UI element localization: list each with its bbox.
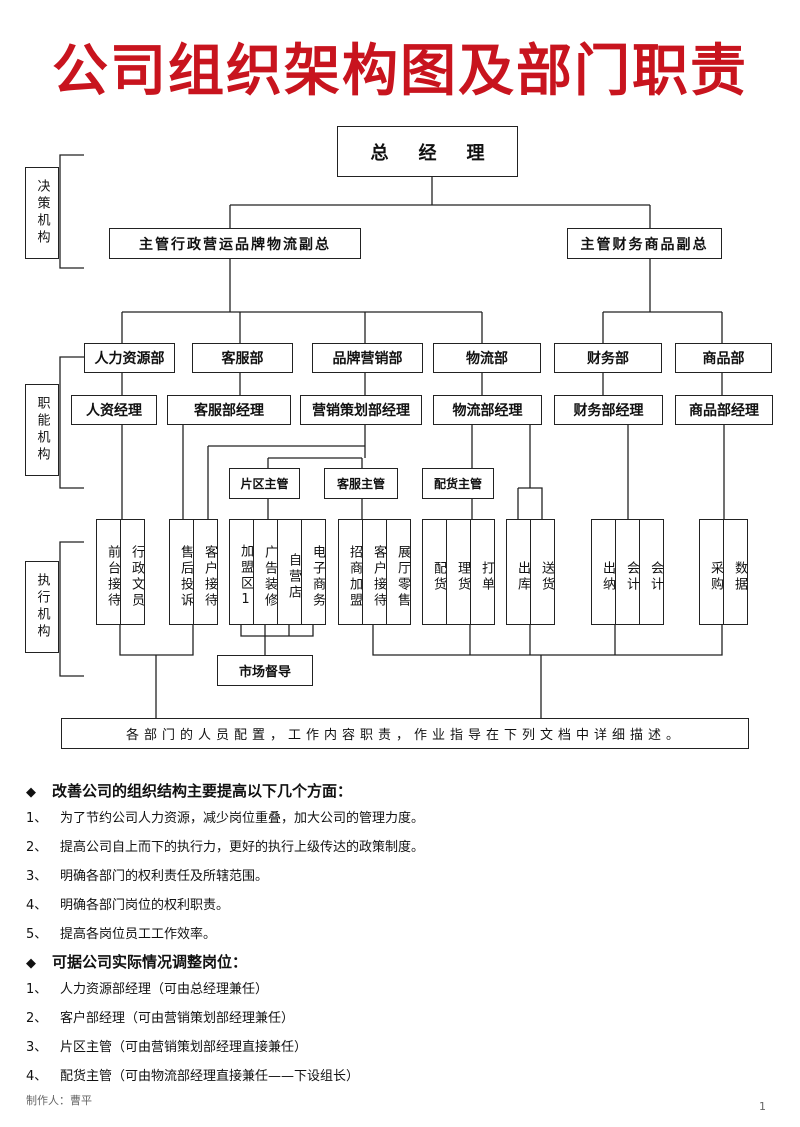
list-item: 4、配货主管（可由物流部经理直接兼任——下设组长） xyxy=(26,1069,360,1084)
position-cashier: 出纳 xyxy=(591,519,616,625)
vp-left-box: 主管行政营运品牌物流副总 xyxy=(109,228,361,259)
bottom-description-bar: 各部门的人员配置，工作内容职责，作业指导在下列文档中详细描述。 xyxy=(61,718,749,749)
position-franchise-area: 加盟区1 xyxy=(229,519,254,625)
list-item: 4、明确各部门岗位的权利职责。 xyxy=(26,898,230,913)
manager-cs: 客服部经理 xyxy=(167,395,291,425)
supervisor-distribution: 配货主管 xyxy=(422,468,494,499)
position-order-print: 打单 xyxy=(470,519,495,625)
list-item: 1、为了节约公司人力资源，减少岗位重叠，加大公司的管理力度。 xyxy=(26,811,425,826)
position-franchise-recruit: 招商加盟 xyxy=(338,519,363,625)
notes-section: ◆改善公司的组织结构主要提高以下几个方面： 1、为了节约公司人力资源，减少岗位重… xyxy=(26,778,776,1091)
general-manager-box: 总经理 xyxy=(337,126,518,177)
position-showroom-retail: 展厅零售 xyxy=(386,519,411,625)
page-number: 1 xyxy=(759,1100,766,1113)
position-sorting: 理货 xyxy=(446,519,471,625)
author-footer: 制作人：曹平 xyxy=(26,1094,92,1107)
notes-heading-2: ◆可据公司实际情况调整岗位： xyxy=(26,949,776,975)
position-customer-reception: 客户接待 xyxy=(193,519,218,625)
list-item: 3、片区主管（可由营销策划部经理直接兼任） xyxy=(26,1040,308,1055)
position-data: 数据 xyxy=(723,519,748,625)
band-decision: 决策机构 xyxy=(25,167,59,259)
manager-hr: 人资经理 xyxy=(71,395,157,425)
list-item: 3、明确各部门的权利责任及所辖范围。 xyxy=(26,869,269,884)
position-outbound: 出库 xyxy=(506,519,531,625)
list-item: 2、提高公司自上而下的执行力，更好的执行上级传达的政策制度。 xyxy=(26,840,425,855)
position-purchasing: 采购 xyxy=(699,519,724,625)
list-item: 1、人力资源部经理（可由总经理兼任） xyxy=(26,982,269,997)
manager-finance: 财务部经理 xyxy=(554,395,663,425)
manager-marketing: 营销策划部经理 xyxy=(300,395,422,425)
dept-finance: 财务部 xyxy=(554,343,662,373)
position-ecommerce: 电子商务 xyxy=(301,519,326,625)
vp-right-box: 主管财务商品副总 xyxy=(567,228,722,259)
diamond-bullet-icon: ◆ xyxy=(26,956,36,971)
dept-logistics: 物流部 xyxy=(433,343,541,373)
manager-goods: 商品部经理 xyxy=(675,395,773,425)
position-delivery: 送货 xyxy=(530,519,555,625)
dept-brand: 品牌营销部 xyxy=(312,343,423,373)
position-reception: 前台接待 xyxy=(96,519,121,625)
supervisor-area: 片区主管 xyxy=(229,468,300,499)
position-admin-clerk: 行政文员 xyxy=(120,519,145,625)
list-item: 5、提高各岗位员工工作效率。 xyxy=(26,927,217,942)
page-title: 公司组织架构图及部门职责 xyxy=(52,39,748,104)
position-own-store: 自营店 xyxy=(277,519,302,625)
supervisor-cs: 客服主管 xyxy=(324,468,398,499)
band-functional: 职能机构 xyxy=(25,384,59,476)
market-supervision-box: 市场督导 xyxy=(217,655,313,686)
manager-logistics: 物流部经理 xyxy=(433,395,542,425)
band-execution: 执行机构 xyxy=(25,561,59,653)
position-ad-decoration: 广告装修 xyxy=(253,519,278,625)
notes-heading-1: ◆改善公司的组织结构主要提高以下几个方面： xyxy=(26,778,776,804)
diamond-bullet-icon: ◆ xyxy=(26,785,36,800)
position-accountant-2: 会计 xyxy=(639,519,664,625)
list-item: 2、客户部经理（可由营销策划部经理兼任） xyxy=(26,1011,295,1026)
position-after-sales: 售后投诉 xyxy=(169,519,194,625)
position-distribution: 配货 xyxy=(422,519,447,625)
dept-cs: 客服部 xyxy=(192,343,293,373)
dept-hr: 人力资源部 xyxy=(84,343,175,373)
dept-goods: 商品部 xyxy=(675,343,772,373)
position-client-reception: 客户接待 xyxy=(362,519,387,625)
position-accountant-1: 会计 xyxy=(615,519,640,625)
